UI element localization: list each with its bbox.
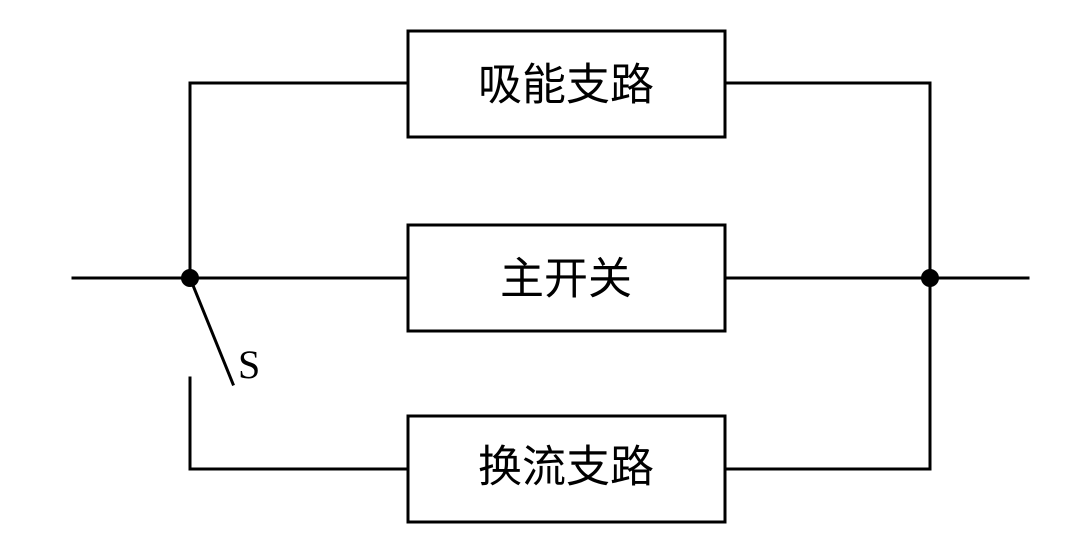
absorption-branch-left-wire [188, 81, 410, 280]
main-switch-label: 主开关 [500, 254, 632, 305]
absorption-branch-right-wire [723, 81, 932, 280]
commutation-branch-box [406, 414, 727, 524]
commutation-branch-left-wire [188, 376, 410, 471]
absorption-branch-box [406, 29, 727, 139]
switch-s-label: S [238, 342, 260, 387]
commutation-branch-right-wire [723, 276, 932, 471]
main-switch-box [406, 223, 727, 333]
commutation-branch-label: 换流支路 [478, 442, 654, 493]
right-junction-node [921, 269, 939, 287]
left-junction-node [181, 269, 199, 287]
absorption-branch-label: 吸能支路 [478, 60, 654, 111]
switch-s-blade [188, 276, 235, 386]
